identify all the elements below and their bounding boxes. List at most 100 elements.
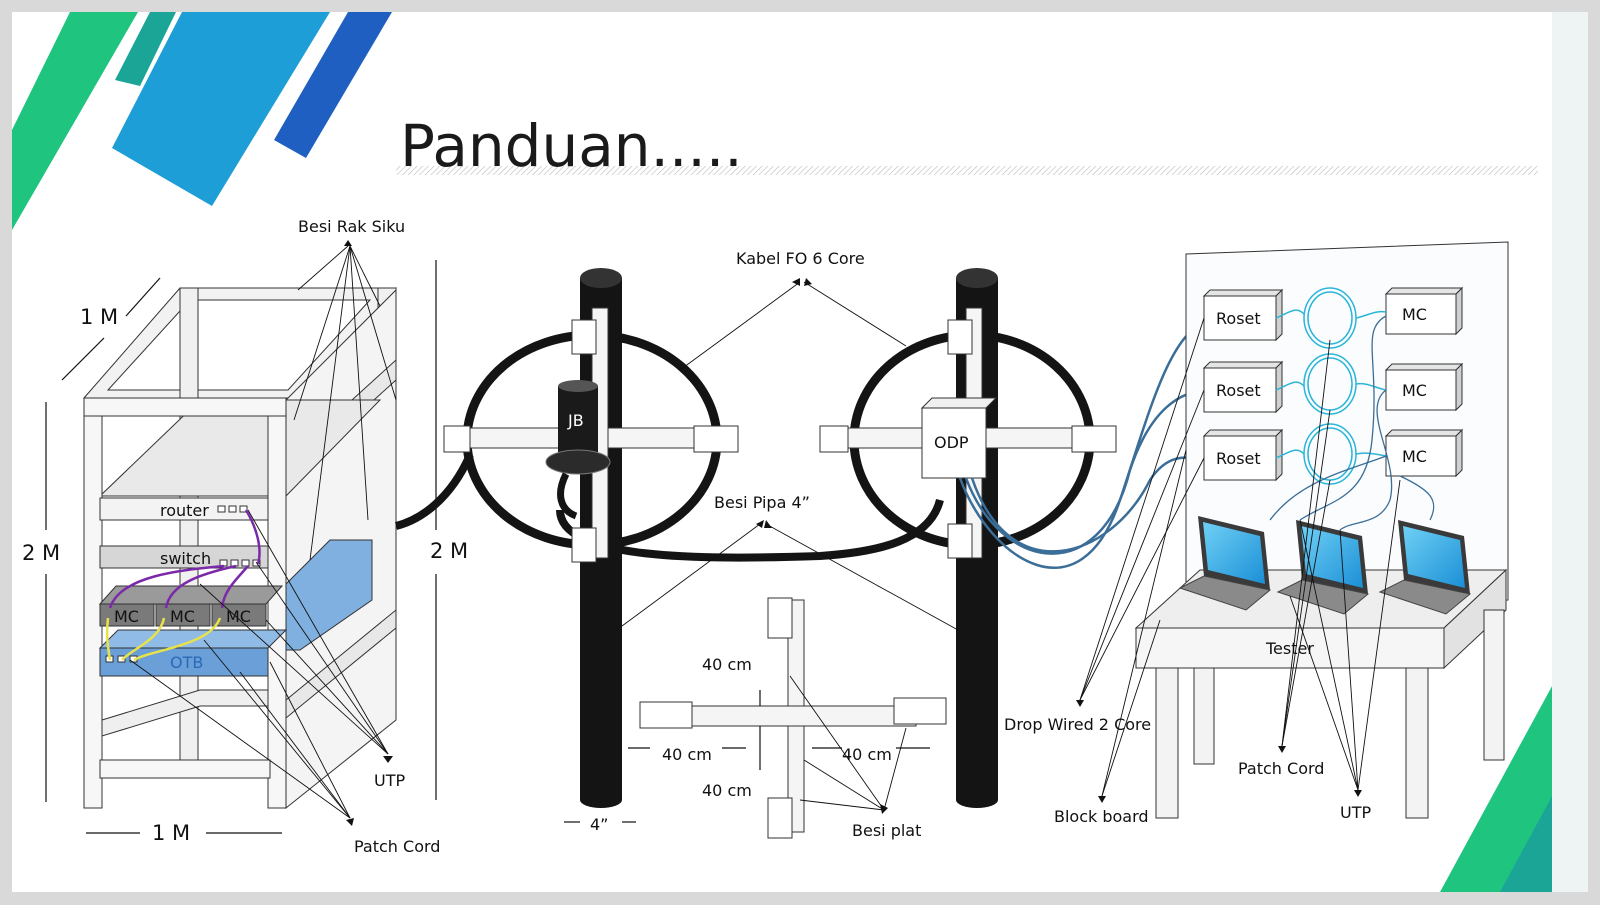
otb-label: OTB xyxy=(170,653,203,672)
pole-left-bottom xyxy=(580,792,622,808)
plat-horizontal xyxy=(659,705,917,727)
bracket-clamp-top-right xyxy=(947,319,973,355)
rack-front-bottom-bar xyxy=(99,759,271,779)
bracket-clamp-bottom-right xyxy=(947,523,973,559)
table-leg-3 xyxy=(1405,667,1429,819)
right-edge-strip xyxy=(1552,12,1588,892)
kabel-fo-label: Kabel FO 6 Core xyxy=(736,249,865,268)
laptop-3 xyxy=(1378,520,1472,615)
roset-boxes xyxy=(1202,288,1284,482)
roset-box-2 xyxy=(1203,367,1277,413)
roset-label-2: Roset xyxy=(1216,381,1261,400)
pole-jb: JB xyxy=(394,268,944,808)
router-ports xyxy=(217,505,248,513)
laptops xyxy=(1178,516,1472,615)
board-mc-box-2 xyxy=(1385,369,1457,411)
callout-arrowheads xyxy=(344,240,1362,826)
board-mc-label-2: MC xyxy=(1402,381,1427,400)
jb-body xyxy=(558,386,598,454)
plat-clamp-left xyxy=(639,701,693,729)
decor-top-left xyxy=(12,12,392,230)
board-mc-boxes xyxy=(1384,286,1464,478)
board-mc-label-3: MC xyxy=(1402,447,1427,466)
besi-plat-cross xyxy=(639,597,947,839)
odp-label: ODP xyxy=(934,433,969,452)
jb-top xyxy=(558,380,598,392)
jb-cable xyxy=(557,472,578,520)
board-utp-cables xyxy=(1269,315,1435,531)
rack-patch-cables xyxy=(105,617,222,662)
otb-device xyxy=(99,647,269,677)
plat-dim-lines xyxy=(564,690,930,823)
bracket-clamp-top-left xyxy=(571,319,597,355)
rack-dimensions xyxy=(45,260,437,834)
slide: Workshop Guru TIK xyxy=(12,12,1588,892)
drop-wired-label: Drop Wired 2 Core xyxy=(1004,715,1151,734)
rack-width-bottom-label: 1 M xyxy=(152,821,190,845)
drop-cables xyxy=(958,318,1211,569)
dim-40-left: 40 cm xyxy=(662,745,712,764)
rack-width-top-label: 1 M xyxy=(80,305,118,329)
bracket-end-right-a xyxy=(819,425,849,453)
pipe-diameter-label: 4” xyxy=(590,815,608,834)
dim-40-right: 40 cm xyxy=(842,745,892,764)
board-mc-box-1 xyxy=(1385,293,1457,335)
jb-base xyxy=(545,449,611,475)
table-side xyxy=(1443,568,1507,670)
roset-box-1 xyxy=(1203,295,1277,341)
mid-height-label: 2 M xyxy=(430,539,468,563)
rack-height-label: 2 M xyxy=(22,541,60,565)
patch-coils xyxy=(1275,287,1387,485)
mc-label-3: MC xyxy=(226,607,251,626)
laptop-1 xyxy=(1178,516,1272,611)
bracket-end-left-b xyxy=(693,425,739,453)
dim-40-bottom: 40 cm xyxy=(702,781,752,800)
block-board-label: Block board xyxy=(1054,807,1149,826)
bracket-clamp-bottom-left xyxy=(571,527,597,563)
rack-front-post-right xyxy=(267,397,287,809)
decor-blue-block xyxy=(112,12,330,206)
decor-green-band xyxy=(12,12,138,230)
rack-front-post-left xyxy=(83,397,103,809)
bracket-end-right-b xyxy=(1071,425,1117,453)
roset-label-1: Roset xyxy=(1216,309,1261,328)
decor-darkblue-bar xyxy=(274,12,392,158)
callout-lines xyxy=(129,245,1401,819)
besi-pipa-label: Besi Pipa 4” xyxy=(714,493,810,512)
cable-to-rack xyxy=(394,453,474,530)
title-underline xyxy=(396,166,1538,175)
odp-body xyxy=(921,407,987,479)
rack-lower-bar xyxy=(101,689,269,737)
rack-utp-cables xyxy=(108,509,261,609)
board-mc-box-3 xyxy=(1385,435,1457,477)
bracket-end-left-a xyxy=(443,425,471,453)
roset-label-3: Roset xyxy=(1216,449,1261,468)
besi-rak-siku-label: Besi Rak Siku xyxy=(298,217,405,236)
pole-right-bottom xyxy=(956,792,998,808)
patch-cord-right-label: Patch Cord xyxy=(1238,759,1324,778)
otb-top xyxy=(98,629,288,649)
rack xyxy=(82,287,398,810)
pole-right-cap xyxy=(956,268,998,288)
plat-clamp-top xyxy=(767,597,793,639)
diagram-canvas: Workshop Guru TIK xyxy=(12,12,1588,892)
rack-mc-top xyxy=(98,585,284,605)
utp-left-label: UTP xyxy=(374,771,405,790)
switch-label: switch xyxy=(160,549,211,568)
router-device xyxy=(99,497,269,521)
odp-top xyxy=(920,397,998,409)
plat-clamp-right xyxy=(893,697,947,725)
table-leg-4 xyxy=(1483,609,1505,761)
decor-teal-bar xyxy=(115,12,176,86)
tester-label: Tester xyxy=(1265,639,1314,658)
jb-label: JB xyxy=(567,411,584,430)
table-leg-1 xyxy=(1155,667,1179,819)
patch-cord-left-label: Patch Cord xyxy=(354,837,440,856)
roset-box-3 xyxy=(1203,435,1277,481)
dim-40-top: 40 cm xyxy=(702,655,752,674)
besi-plat-label: Besi plat xyxy=(852,821,921,840)
slide-title: Panduan..... xyxy=(400,112,743,180)
rack-shelf-grey xyxy=(98,399,382,497)
utp-right-label: UTP xyxy=(1340,803,1371,822)
board-mc-label-1: MC xyxy=(1402,305,1427,324)
